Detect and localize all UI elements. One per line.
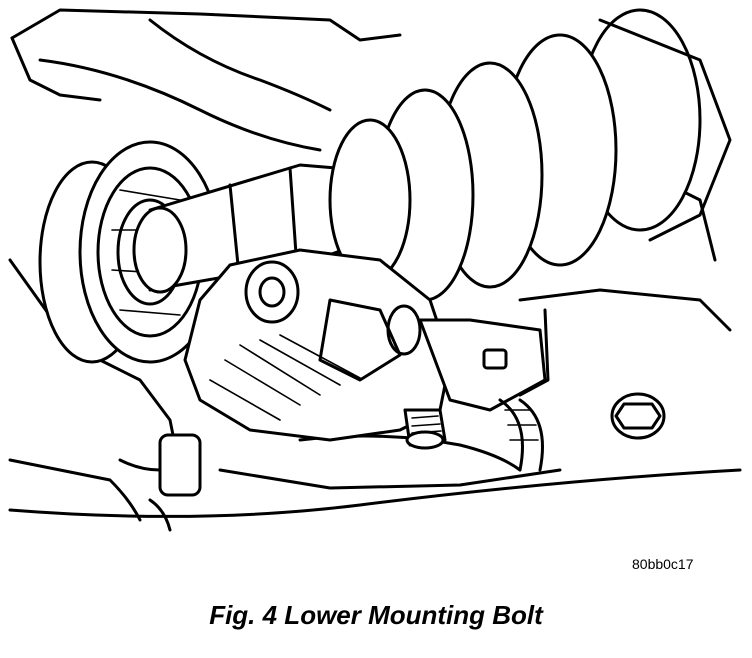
alternator	[183, 248, 452, 442]
figure-caption: Fig. 4 Lower Mounting Bolt	[209, 600, 543, 630]
cv-boot	[328, 8, 732, 302]
mounting-bracket	[418, 308, 550, 412]
hose	[498, 398, 544, 472]
wiring-connector	[118, 433, 202, 532]
lower-mounting-bolt	[403, 408, 447, 450]
lower-mounting-bolt-illustration	[8, 8, 742, 532]
figure-id: 80bb0c17	[632, 556, 694, 572]
frame-bolt	[610, 392, 666, 440]
lower-panel	[8, 434, 742, 518]
